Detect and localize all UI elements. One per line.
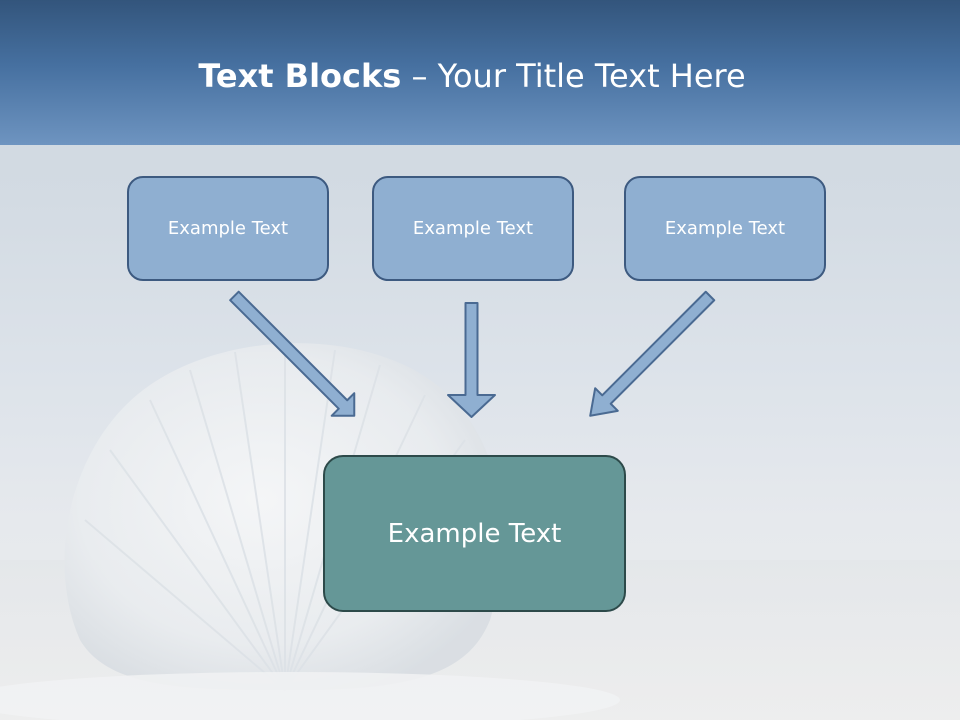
text-block-center: Example Text — [323, 455, 626, 612]
text-block-top-left: Example Text — [127, 176, 329, 281]
arrow-right-diagonal — [589, 290, 716, 417]
text-block-center-label: Example Text — [387, 518, 562, 549]
text-block-top-right: Example Text — [624, 176, 826, 281]
arrow-left-diagonal — [229, 290, 356, 417]
title-bar — [0, 0, 960, 145]
text-block-top-center: Example Text — [372, 176, 574, 281]
text-block-label: Example Text — [167, 218, 289, 239]
title-rest: Your Title Text Here — [437, 57, 746, 95]
title-separator: – — [401, 57, 438, 95]
title-bold-part: Text Blocks — [198, 57, 402, 95]
text-block-label: Example Text — [412, 218, 534, 239]
arrow-center-down — [447, 302, 496, 418]
slide-title: Text Blocks – Your Title Text Here — [0, 54, 944, 98]
text-block-label: Example Text — [664, 218, 786, 239]
